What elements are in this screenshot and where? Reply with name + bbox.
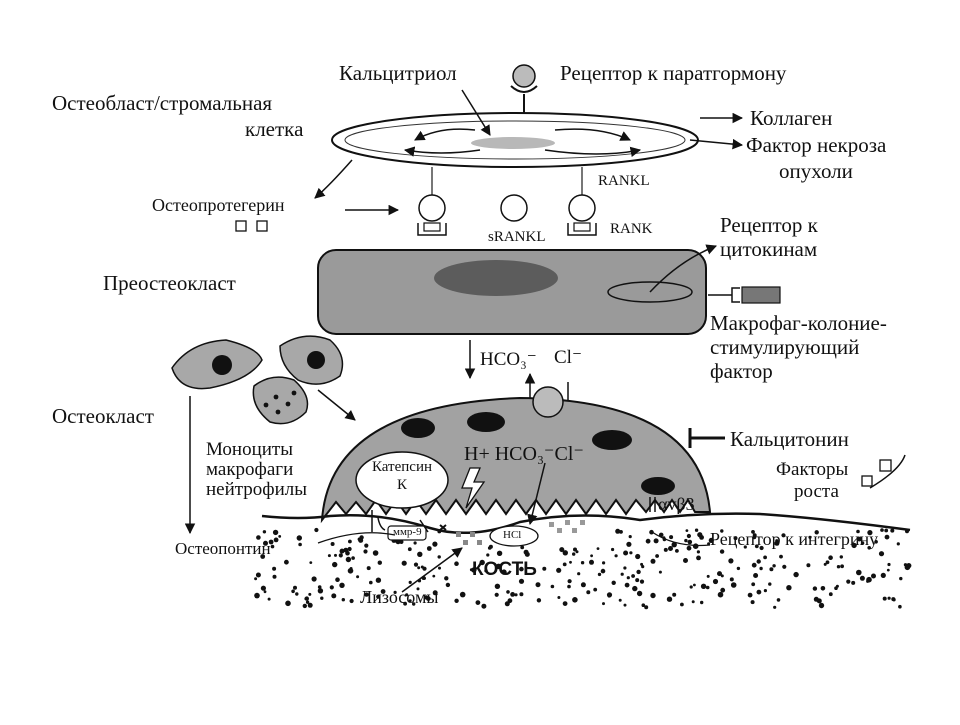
label-hcl: HCl <box>503 529 522 541</box>
label-growth-factors: Факторы <box>776 459 849 480</box>
rankl-rank-right <box>567 194 597 236</box>
label-mcsf-line2: стимулирующий <box>710 335 860 359</box>
mcsf-receptor-symbol <box>708 286 781 304</box>
preosteoclast-cell <box>317 249 707 335</box>
label-osteopontin: Остеопонтин <box>175 539 271 558</box>
label-mmp9: ммр-9 <box>393 526 422 538</box>
opg-square <box>256 220 268 232</box>
bone-matrix-dots <box>254 527 912 610</box>
label-integrin-receptor: Рецептор к интегрину <box>710 529 879 549</box>
monocyte-cells <box>171 335 344 425</box>
label-neutrophils: нейтрофилы <box>206 479 308 500</box>
osteoblast-cell <box>331 112 699 168</box>
label-integrin: αvβ3 <box>658 494 695 514</box>
srankl-circle <box>500 194 528 222</box>
label-pth-receptor: Рецептор к паратгормону <box>560 61 787 85</box>
label-cytokine-receptor: Рецептор к <box>720 213 818 237</box>
label-cl-top: Cl⁻ <box>554 347 582 368</box>
label-osteoclast: Остеокласт <box>52 404 154 428</box>
label-calcitonin: Кальцитонин <box>730 427 849 451</box>
label-calcitriol: Кальцитриол <box>339 61 457 85</box>
label-hco3-top: HCO₃⁻ <box>480 349 537 370</box>
label-tnf: Фактор некроза <box>746 133 887 157</box>
label-osteoprotegerin: Остеопротегерин <box>152 195 285 215</box>
label-macrophages: макрофаги <box>206 459 294 480</box>
label-cytokine-receptor-line2: цитокинам <box>720 237 818 261</box>
label-monocytes: Моноциты <box>206 439 293 460</box>
label-mcsf: Макрофаг-колоние- <box>710 311 887 335</box>
label-collagen: Коллаген <box>750 106 833 130</box>
label-srankl: sRANKL <box>488 229 546 245</box>
label-preosteoclast: Преостеокласт <box>103 271 236 295</box>
label-cathepsin: Катепсин <box>371 459 433 475</box>
label-mcsf-line3: фактор <box>710 359 773 383</box>
label-osteoblast: Остеобласт/стромальная <box>52 91 273 115</box>
label-osteoblast-line2: клетка <box>245 117 304 141</box>
rankl-rank-left <box>417 194 447 236</box>
label-ion-exchange: H+ HCO₃⁻Cl⁻ <box>464 443 584 465</box>
label-bone: КОСТЬ <box>472 559 537 580</box>
label-cathepsin-line2: К <box>396 477 407 493</box>
pth-receptor-symbol <box>510 64 538 113</box>
osteoclast-cell <box>320 386 712 524</box>
label-lysosomes: Лизосомы <box>360 587 439 607</box>
label-tnf-line2: опухоли <box>779 159 853 183</box>
resorption-lacuna <box>387 519 585 547</box>
cathepsin-vesicle <box>355 451 449 509</box>
opg-square <box>235 220 247 232</box>
label-rankl: RANKL <box>598 173 650 189</box>
label-growth-factors-line2: роста <box>794 481 839 502</box>
osteoblast-nucleus <box>471 137 555 149</box>
label-rank: RANK <box>610 221 653 237</box>
